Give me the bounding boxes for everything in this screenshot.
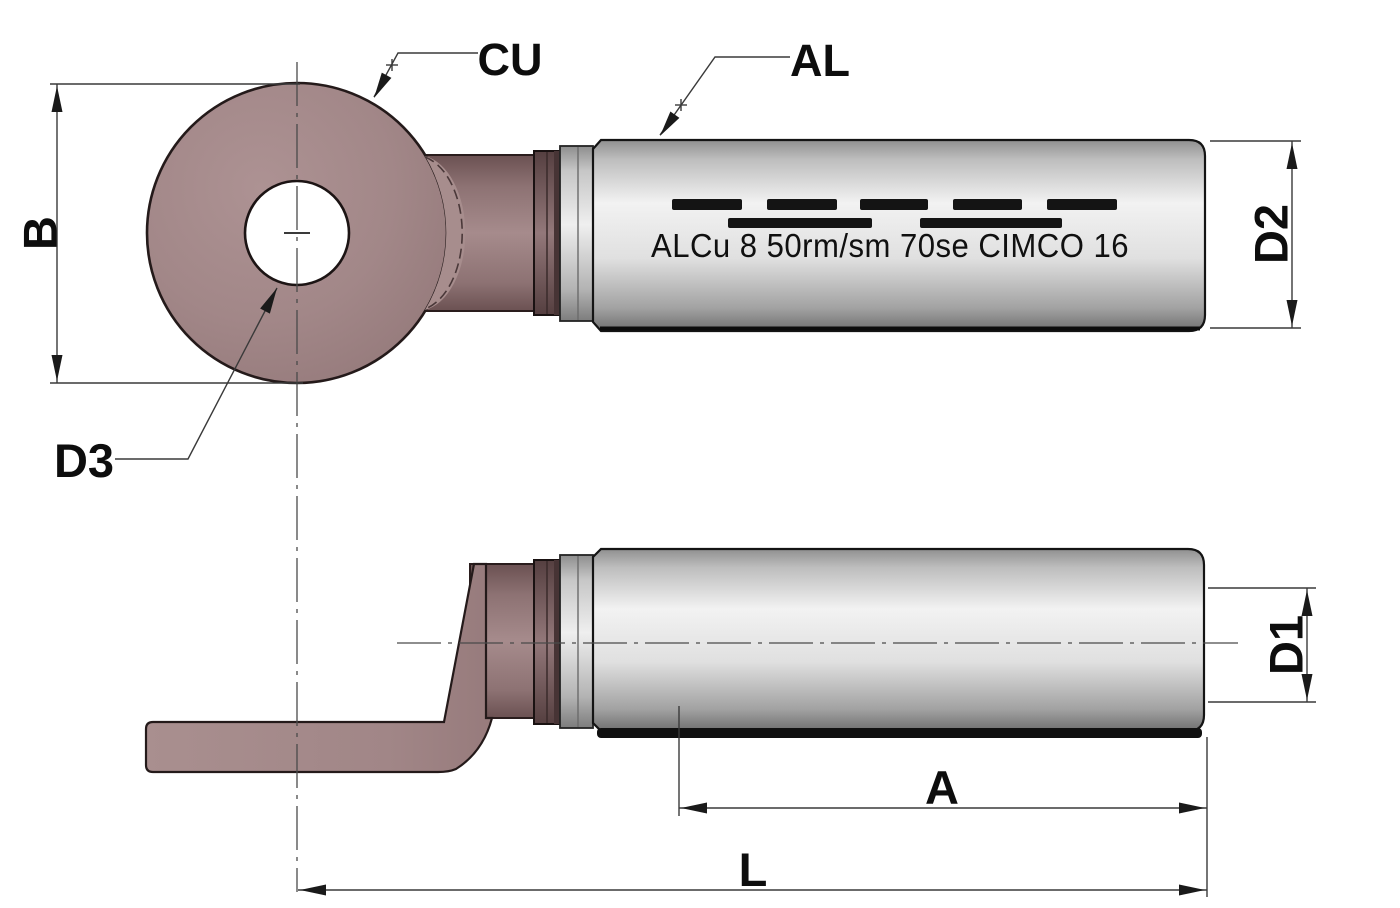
dimensions: B CU AL D2 bbox=[13, 34, 1316, 897]
a-arrow-right bbox=[1179, 802, 1205, 814]
aluminum-sleeve-top-view bbox=[559, 145, 594, 322]
label-al: AL bbox=[790, 35, 850, 86]
label-l: L bbox=[739, 843, 768, 896]
marking-bar-row bbox=[728, 218, 1062, 228]
marking-bar bbox=[920, 218, 1062, 228]
b-arrow-bottom bbox=[51, 355, 63, 381]
marking-dash-row bbox=[672, 199, 1117, 210]
a-arrow-left bbox=[681, 802, 707, 814]
b-arrow-top bbox=[51, 86, 63, 112]
d1-arrow-top bbox=[1301, 590, 1313, 616]
aluminum-barrel-side-view bbox=[591, 547, 1206, 733]
d1-arrow-bottom bbox=[1301, 674, 1313, 700]
d3-leader-line bbox=[115, 287, 278, 460]
marking-bar bbox=[728, 218, 872, 228]
d2-arrow-top bbox=[1286, 143, 1298, 169]
cu-arrow bbox=[374, 72, 392, 98]
aluminum-barrel-top-view bbox=[591, 138, 1207, 333]
barrel-marking-text: ALCu 8 50rm/sm 70se CIMCO 16 bbox=[651, 227, 1129, 264]
label-b: B bbox=[13, 216, 66, 250]
collar-shadow-strip bbox=[554, 151, 560, 315]
l-arrow-left bbox=[300, 884, 326, 896]
top-view: ALCu 8 50rm/sm 70se CIMCO 16 bbox=[145, 81, 1207, 385]
label-a: A bbox=[925, 761, 959, 814]
label-d2: D2 bbox=[1244, 204, 1297, 264]
marking-dash bbox=[1047, 199, 1117, 210]
leader-al: AL bbox=[659, 35, 850, 136]
marking-dash bbox=[860, 199, 928, 210]
marking-dash bbox=[672, 199, 742, 210]
label-cu: CU bbox=[478, 34, 543, 85]
l-arrow-right bbox=[1179, 884, 1205, 896]
d3-arrow bbox=[260, 288, 277, 314]
marking-dash bbox=[953, 199, 1022, 210]
barrel-bottom-shadow-side-view bbox=[597, 728, 1202, 738]
copper-palm-and-riser bbox=[144, 562, 494, 774]
leader-cu: CU bbox=[373, 34, 543, 98]
dimension-d1: D1 bbox=[1208, 587, 1316, 703]
d2-arrow-bottom bbox=[1286, 300, 1298, 326]
al-leader-line bbox=[659, 56, 790, 136]
label-d1: D1 bbox=[1259, 615, 1312, 675]
label-d3: D3 bbox=[54, 434, 114, 487]
marking-dash bbox=[767, 199, 837, 210]
collar-shadow-strip-side bbox=[554, 560, 560, 724]
neck-end-arc bbox=[424, 156, 463, 310]
leader-d3: D3 bbox=[54, 287, 278, 487]
dimension-b: B bbox=[13, 83, 303, 384]
dimension-l: L bbox=[298, 737, 1208, 897]
dimension-d2: D2 bbox=[1210, 140, 1301, 329]
centerlines bbox=[296, 62, 1238, 892]
dimension-a: A bbox=[678, 706, 1207, 816]
aluminum-sleeve-side-view bbox=[559, 554, 594, 729]
al-arrow bbox=[660, 111, 680, 136]
cu-leader-line bbox=[373, 52, 478, 98]
side-view bbox=[144, 547, 1206, 774]
